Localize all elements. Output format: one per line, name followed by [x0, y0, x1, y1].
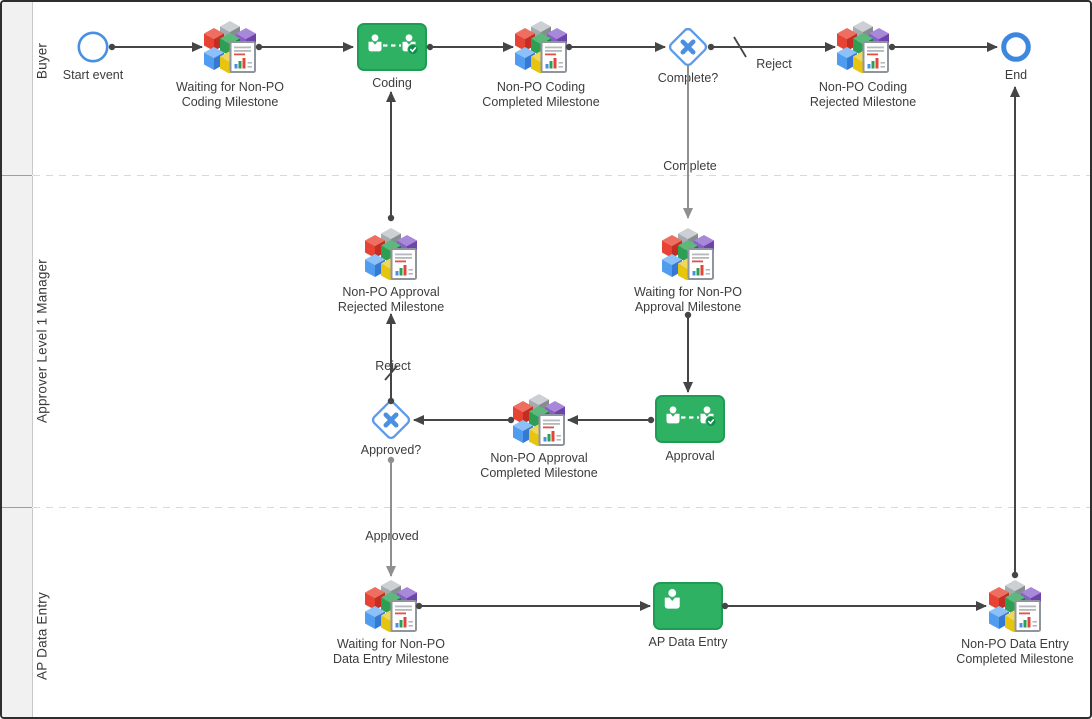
flow-source-dot	[647, 416, 655, 424]
complete-gateway-label: Complete?	[657, 71, 719, 85]
lane-divider-dashed	[33, 175, 1090, 176]
flow-source-dot	[888, 43, 896, 51]
user-collaboration-check-icon	[659, 401, 721, 437]
milestone-label: Waiting for Non-PO Approval Milestone	[634, 285, 742, 314]
coding-task-label: Coding	[372, 76, 412, 90]
lane-header-buyer[interactable]	[2, 2, 33, 175]
milestone-icon[interactable]	[515, 21, 567, 73]
milestone-icon[interactable]	[365, 228, 417, 280]
milestone-label: Non-PO Approval Rejected Milestone	[337, 285, 445, 314]
user-collaboration-check-icon	[361, 29, 423, 65]
milestone-label: Non-PO Data Entry Completed Milestone	[956, 637, 1074, 666]
approval-task-label: Approval	[665, 449, 715, 463]
lane-label-buyer: Buyer	[34, 42, 50, 80]
lane-divider	[2, 175, 32, 176]
lane-divider-dashed	[33, 507, 1090, 508]
user-icon	[664, 589, 680, 609]
end-event-label: End	[1004, 68, 1028, 82]
milestone-label: Non-PO Approval Completed Milestone	[480, 451, 598, 480]
ap-data-entry-task-label: AP Data Entry	[648, 635, 728, 649]
ap-data-entry-task[interactable]	[653, 582, 723, 630]
flow-source-dot	[387, 214, 395, 222]
coding-task[interactable]	[357, 23, 427, 71]
milestone-label: Non-PO Coding Completed Milestone	[482, 80, 600, 109]
milestone-label: Waiting for Non-PO Coding Milestone	[176, 80, 284, 109]
milestone-icon[interactable]	[513, 394, 565, 446]
lane-label-approver: Approver Level 1 Manager	[34, 259, 50, 423]
approved-gateway-label: Approved?	[360, 443, 422, 457]
milestone-label: Non-PO Coding Rejected Milestone	[809, 80, 917, 109]
milestone-icon[interactable]	[365, 580, 417, 632]
start-event-label: Start event	[62, 68, 124, 82]
lane-header-ap-data-entry[interactable]	[2, 508, 33, 717]
lane-divider	[2, 507, 32, 508]
default-flow-slash-marker	[733, 36, 747, 58]
lane-header-approver[interactable]	[2, 176, 33, 507]
lane-label-ap-data-entry: AP Data Entry	[34, 592, 50, 680]
milestone-icon[interactable]	[989, 580, 1041, 632]
flow-label-reject: Reject	[756, 57, 792, 71]
end-event-icon[interactable]	[999, 30, 1033, 64]
flow-source-dot	[1011, 571, 1019, 579]
start-event-icon[interactable]	[76, 30, 110, 64]
approved-gateway[interactable]	[369, 398, 413, 442]
flow-source-dot	[255, 43, 263, 51]
milestone-icon[interactable]	[662, 228, 714, 280]
milestone-icon[interactable]	[204, 21, 256, 73]
milestone-icon[interactable]	[837, 21, 889, 73]
flow-source-dot	[426, 43, 434, 51]
flow-label-approved: Approved	[365, 529, 419, 543]
flow-label-reject: Reject	[375, 359, 411, 373]
flow-label-complete: Complete	[663, 159, 717, 173]
complete-gateway[interactable]	[666, 25, 710, 69]
approval-task[interactable]	[655, 395, 725, 443]
milestone-label: Waiting for Non-PO Data Entry Milestone	[332, 637, 450, 666]
